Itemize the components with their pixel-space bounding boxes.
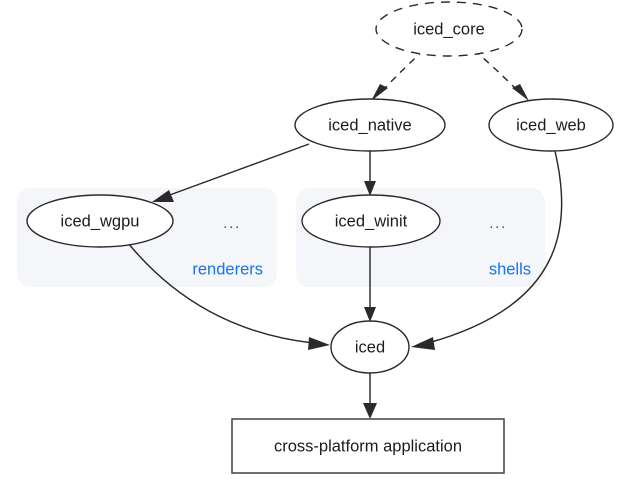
node-iced-label: iced: [355, 338, 385, 356]
shells-ellipsis-label: ...: [489, 215, 507, 232]
edge-iced-core-to-iced-native-arrowhead: [371, 84, 388, 101]
edge-iced-wgpu-to-iced: [127, 242, 330, 350]
edge-iced-winit-to-iced: [364, 247, 376, 322]
node-iced-shape[interactable]: [330, 320, 410, 374]
edge-iced-to-application: [363, 373, 377, 419]
edge-iced-native-to-iced-winit-arrowhead: [364, 181, 376, 196]
node-iced-winit-shape[interactable]: [301, 194, 441, 248]
node-iced-web-shape[interactable]: [488, 98, 614, 152]
edge-iced-wgpu-to-iced-line: [127, 242, 314, 344]
edge-iced-core-to-iced-native: [371, 49, 425, 101]
node-iced-core[interactable]: iced_core: [375, 1, 523, 57]
edge-iced-winit-to-iced-arrowhead: [364, 307, 376, 322]
node-iced-wgpu-label: iced_wgpu: [61, 212, 140, 230]
edge-iced-native-to-iced-wgpu: [152, 143, 310, 202]
edge-iced-wgpu-to-iced-arrowhead: [308, 337, 330, 350]
node-iced-web-label: iced_web: [516, 116, 586, 134]
node-iced-core-label: iced_core: [413, 20, 485, 38]
edge-iced-core-to-iced-web: [473, 49, 529, 101]
node-cross-platform-application[interactable]: cross-platform application: [231, 418, 505, 474]
edge-iced-web-to-iced-arrowhead: [411, 337, 435, 350]
node-cross-platform-application-label: cross-platform application: [274, 437, 462, 455]
edge-iced-web-to-iced-line: [427, 150, 563, 344]
renderers-ellipsis-label: ...: [223, 215, 241, 232]
edge-iced-core-to-iced-web-line: [473, 49, 518, 91]
cluster-shells-label: shells: [489, 260, 531, 278]
node-iced-native-label: iced_native: [328, 116, 411, 134]
node-iced-native[interactable]: iced_native: [294, 98, 446, 152]
node-iced-web[interactable]: iced_web: [488, 98, 614, 152]
edge-iced-web-to-iced: [411, 150, 563, 350]
node-cross-platform-application-shape[interactable]: [231, 418, 505, 474]
node-iced-winit-label: iced_winit: [335, 212, 408, 230]
edge-iced-native-to-iced-winit: [364, 151, 376, 196]
cluster-renderers-label: renderers: [192, 260, 263, 278]
edge-iced-to-application-arrowhead: [363, 403, 377, 419]
edge-iced-core-to-iced-web-arrowhead: [512, 84, 529, 101]
node-iced-wgpu[interactable]: iced_wgpu: [26, 194, 174, 248]
node-iced[interactable]: iced: [330, 320, 410, 374]
edge-iced-native-to-iced-wgpu-arrowhead: [152, 190, 174, 202]
edge-iced-core-to-iced-native-line: [382, 49, 425, 91]
node-iced-winit[interactable]: iced_winit: [301, 194, 441, 248]
edge-iced-native-to-iced-wgpu-line: [166, 143, 310, 197]
node-iced-native-shape[interactable]: [294, 98, 446, 152]
node-iced-wgpu-shape[interactable]: [26, 194, 174, 248]
node-iced-core-shape[interactable]: [375, 1, 523, 57]
